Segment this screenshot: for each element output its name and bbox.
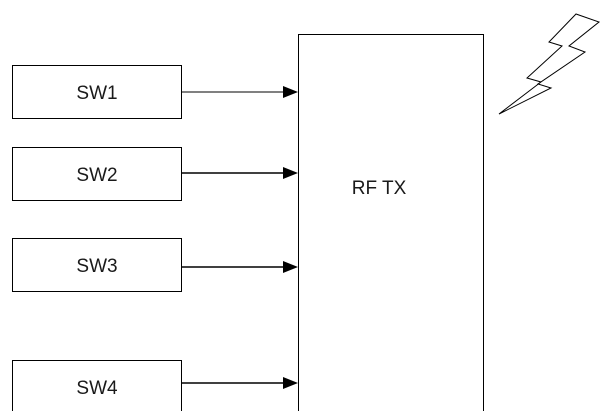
rf-tx-label: RF TX — [352, 178, 407, 199]
connector-arrow — [182, 86, 298, 98]
connector-arrow — [182, 377, 298, 389]
connector-arrow — [182, 167, 298, 179]
lightning-bolt-icon — [498, 13, 601, 115]
switch-label: SW3 — [76, 256, 117, 277]
switch-label: SW1 — [76, 83, 117, 104]
connector-arrow — [182, 261, 298, 273]
switch-label: SW4 — [76, 378, 118, 399]
switch-block-sw4: SW4 — [12, 360, 182, 411]
switch-block-sw3: SW3 — [12, 238, 182, 292]
switch-block-sw1: SW1 — [12, 65, 182, 119]
switch-label: SW2 — [76, 165, 117, 186]
rf-tx-block: RF TX — [298, 34, 484, 411]
switch-block-sw2: SW2 — [12, 147, 182, 201]
